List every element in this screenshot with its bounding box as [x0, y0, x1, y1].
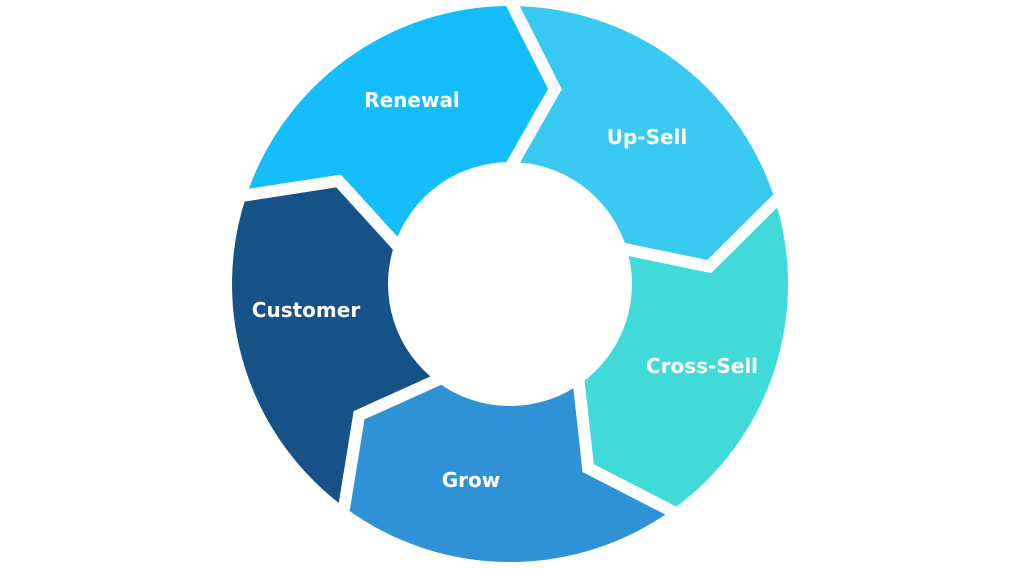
segment-grow: [336, 366, 689, 569]
segment-up-sell: [499, 0, 787, 274]
segment-customer: [220, 174, 454, 525]
segment-label-renewal: Renewal: [364, 88, 460, 112]
segment-renewal: [231, 0, 562, 260]
segment-label-cross-sell: Cross-Sell: [645, 354, 759, 378]
segment-label-grow: Grow: [441, 468, 501, 492]
segment-label-customer: Customer: [251, 298, 361, 322]
segment-label-up-sell: Up-Sell: [606, 125, 688, 149]
segment-cross-sell: [571, 185, 800, 521]
